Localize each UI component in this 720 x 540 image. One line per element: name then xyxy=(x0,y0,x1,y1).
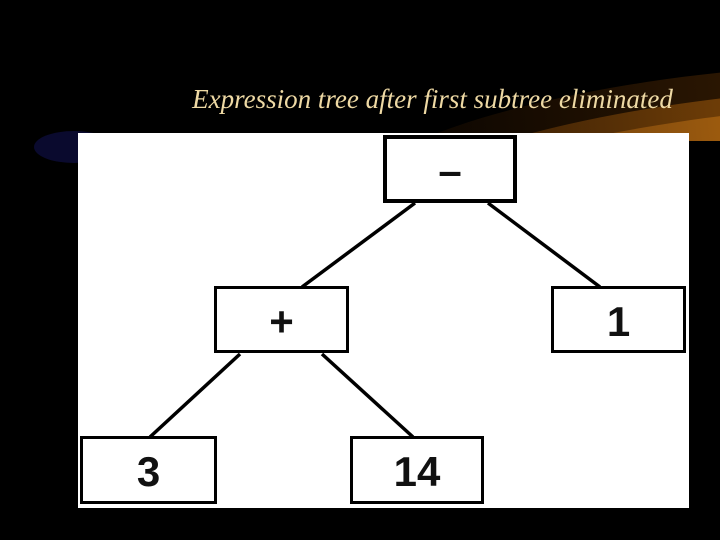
tree-node-minus: – xyxy=(383,135,517,203)
tree-node-label: 14 xyxy=(393,448,441,495)
tree-node-fourteen: 14 xyxy=(350,436,484,504)
tree-node-label: – xyxy=(438,147,462,194)
tree-node-label: 3 xyxy=(136,448,161,495)
tree-node-three: 3 xyxy=(80,436,217,504)
tree-node-plus: + xyxy=(214,286,349,353)
tree-node-one: 1 xyxy=(551,286,686,353)
tree-node-label: 1 xyxy=(606,297,631,345)
swoosh-outer-ellipse xyxy=(351,63,720,141)
slide-title: Expression tree after first subtree elim… xyxy=(192,84,673,114)
tree-node-label: + xyxy=(269,297,294,345)
swoosh-ellipses xyxy=(351,63,720,141)
swoosh-mid-ellipse xyxy=(406,86,720,141)
